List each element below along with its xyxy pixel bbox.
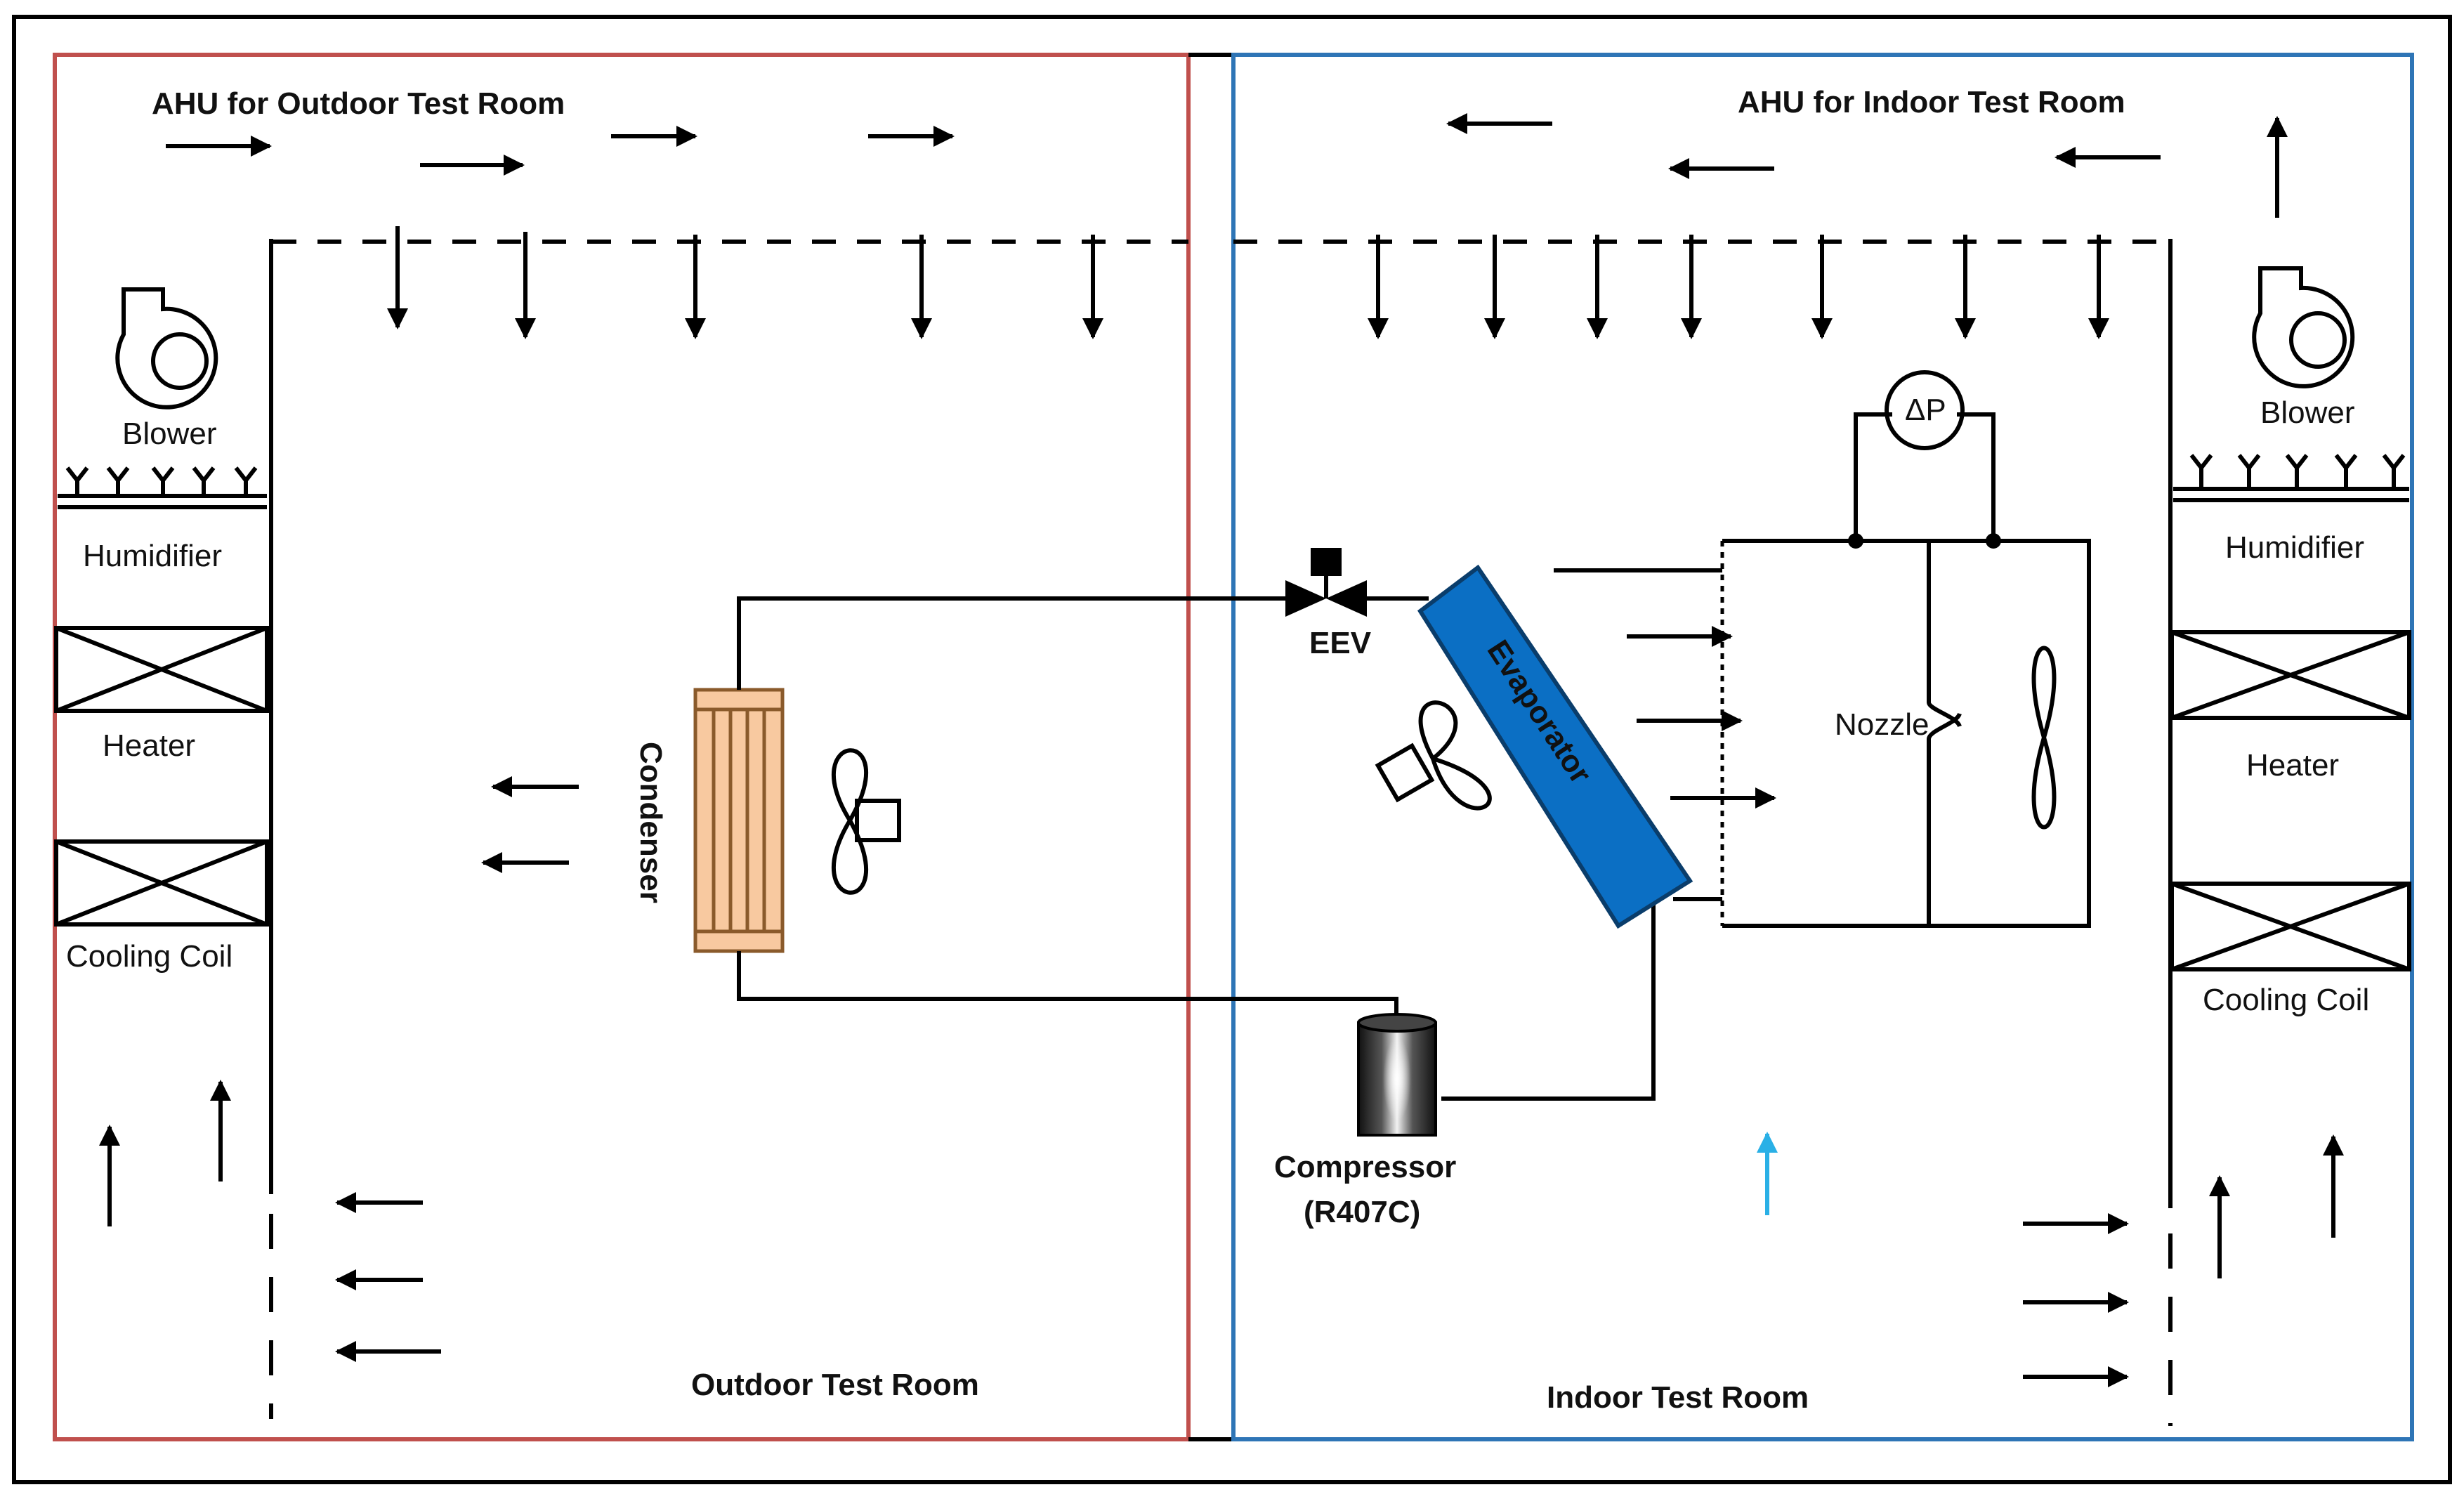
outdoor-room-label: Outdoor Test Room bbox=[691, 1368, 979, 1402]
blower-icon bbox=[2252, 266, 2355, 388]
coil-icon bbox=[54, 839, 269, 927]
coil-icon bbox=[2170, 630, 2411, 720]
evaporator bbox=[1417, 564, 1693, 929]
blower-label-right: Blower bbox=[2260, 395, 2355, 430]
chamber-inlet-arrows bbox=[1627, 626, 1776, 809]
indoor-room-label: Indoor Test Room bbox=[1547, 1380, 1809, 1415]
indoor-return-arrows bbox=[2023, 1213, 2129, 1387]
humidifier-label-right: Humidifier bbox=[2225, 530, 2364, 565]
coil-icon bbox=[2170, 882, 2411, 971]
ahu-outdoor-up-arrows bbox=[99, 1080, 231, 1226]
nozzle-chamber bbox=[1720, 539, 2091, 928]
condenser bbox=[693, 688, 785, 953]
outer-frame bbox=[12, 15, 2452, 1484]
ahu-indoor-title: AHU for Indoor Test Room bbox=[1738, 85, 2125, 119]
outdoor-room-border bbox=[53, 53, 1191, 1441]
outdoor-return-arrows bbox=[335, 1192, 441, 1362]
humidifier-nozzle-icon bbox=[2382, 454, 2406, 489]
humidifier-nozzle-icon bbox=[65, 466, 89, 496]
fan-icon bbox=[2031, 646, 2057, 830]
refrigerant-lines bbox=[737, 568, 1722, 1101]
ahu-outdoor-top-arrows bbox=[166, 126, 955, 176]
refrigerant-label: (R407C) bbox=[1304, 1195, 1420, 1229]
cooling-coil-label-left: Cooling Coil bbox=[66, 939, 232, 974]
humidifier-nozzles-left bbox=[58, 466, 267, 509]
coil-icon bbox=[54, 626, 269, 713]
blower-icon bbox=[115, 287, 218, 410]
eev-label: EEV bbox=[1309, 626, 1372, 660]
humidifier-nozzle-icon bbox=[2285, 454, 2309, 489]
humidifier-nozzle-icon bbox=[106, 466, 130, 496]
humidifier-nozzle-icon bbox=[234, 466, 258, 496]
valve-icon bbox=[1285, 548, 1367, 617]
ahu-indoor-top-arrows bbox=[1446, 113, 2288, 218]
ahu-indoor-up-arrows bbox=[2209, 1134, 2344, 1278]
fan-icon bbox=[1375, 700, 1492, 811]
dp-gauge bbox=[1848, 370, 2001, 549]
condenser-airflow-arrows bbox=[481, 776, 579, 873]
ahu-outdoor-title: AHU for Outdoor Test Room bbox=[152, 86, 565, 121]
humidifier-nozzle-icon bbox=[2237, 454, 2261, 489]
humidifier-nozzle-icon bbox=[2189, 454, 2213, 489]
cooling-coil-label-right: Cooling Coil bbox=[2203, 983, 2369, 1017]
humidifier-nozzles-right bbox=[2173, 454, 2409, 502]
condenser-label: Condenser bbox=[634, 742, 668, 903]
compressor-icon bbox=[1357, 1013, 1437, 1137]
blower-label-left: Blower bbox=[122, 417, 217, 451]
heater-label-right: Heater bbox=[2246, 748, 2339, 783]
humidifier-nozzle-icon bbox=[192, 466, 216, 496]
humidifier-nozzle-icon bbox=[151, 466, 175, 496]
heater-label-left: Heater bbox=[103, 728, 195, 763]
humidifier-nozzle-icon bbox=[2334, 454, 2358, 489]
humidifier-label-left: Humidifier bbox=[83, 539, 222, 573]
compressor-label: Compressor bbox=[1274, 1150, 1456, 1184]
indoor-room-border bbox=[1231, 53, 2414, 1441]
dp-label: ΔP bbox=[1905, 393, 1946, 427]
ceiling-supply-arrows bbox=[387, 226, 2109, 339]
fan-icon bbox=[832, 748, 901, 895]
nozzle-label: Nozzle bbox=[1835, 707, 1929, 742]
